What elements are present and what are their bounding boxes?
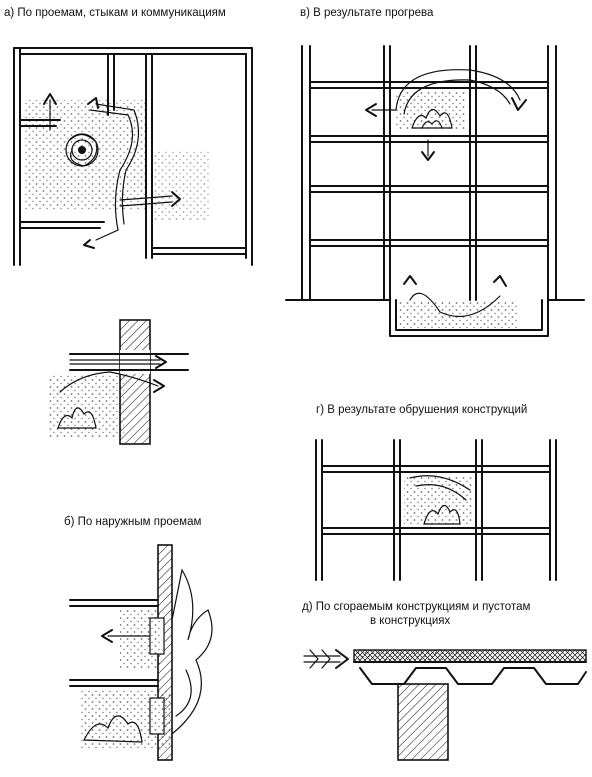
flame-icon — [411, 108, 453, 129]
flame-icon — [83, 568, 213, 743]
smoke-arrow-icon — [303, 649, 349, 669]
caption-combustible-line2: в конструкциях — [370, 615, 451, 627]
flame-icon — [57, 407, 97, 429]
caption-collapse: г) В результате обрушения конструкций — [316, 404, 528, 416]
panel-a-floor-plan — [13, 47, 253, 266]
caption-heating: в) В результате прогрева — [300, 7, 434, 19]
panel-v-building-section — [285, 45, 585, 337]
smoke-arrow-icon — [43, 93, 181, 249]
panel-b-facade — [69, 544, 213, 761]
flame-icon — [423, 504, 461, 525]
caption-combustible-line1: д) По сгораемым конструкциям и пустотам — [302, 601, 531, 613]
caption-external-openings: б) По наружным проемам — [64, 516, 202, 528]
flame-icon — [65, 133, 99, 167]
caption-openings-joints: а) По проемам, стыкам и коммуникациям — [4, 7, 226, 19]
panel-a-pipe-penetration — [48, 319, 189, 445]
panel-d-combustible-floor — [303, 649, 587, 761]
panel-g-collapse — [315, 439, 557, 581]
